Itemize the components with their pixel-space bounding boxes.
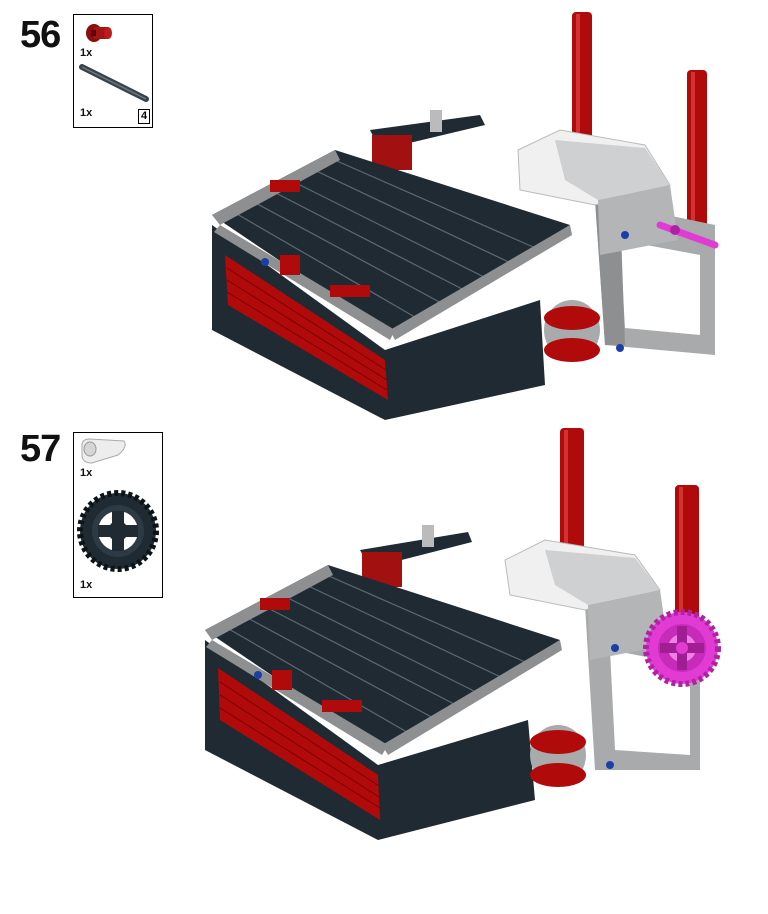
magenta-gear [643,609,721,687]
magenta-axle [656,221,719,249]
step-56: 56 1x 1x 4 [0,0,768,420]
part-quantity: 1x [80,107,93,119]
part-quantity: 1x [80,47,93,59]
step-57: 57 1x 1x [0,420,768,914]
step-number: 57 [20,428,61,470]
red-axle-pin-icon [86,24,112,42]
part-quantity: 1x [80,579,93,591]
dark-gray-axle-icon [79,64,149,102]
parts-list-box: 1x 1x [73,432,163,598]
gear-icon [77,490,159,572]
model-illustration [205,428,721,840]
step-number: 56 [20,14,61,56]
white-curved-panel-icon [81,438,126,464]
axle-length-badge: 4 [138,109,150,124]
part-quantity: 1x [80,467,93,479]
model-illustration [212,12,719,420]
parts-list-box: 1x 1x 4 [73,14,153,128]
